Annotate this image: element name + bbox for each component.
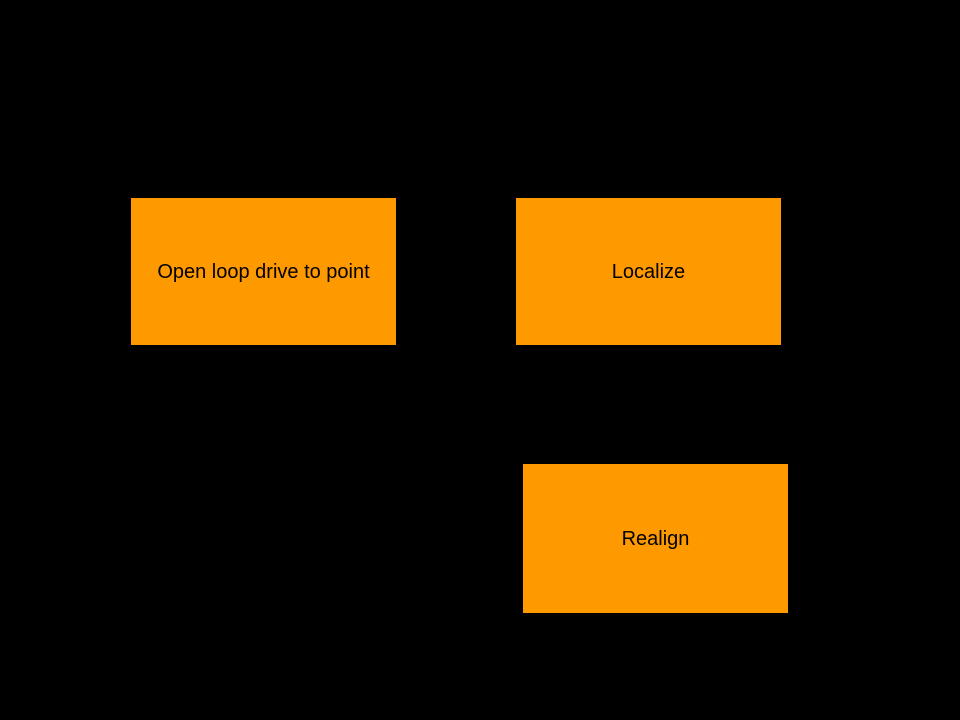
node-label: Realign	[621, 527, 690, 550]
node-localize[interactable]: Localize	[516, 198, 781, 345]
node-realign[interactable]: Realign	[523, 464, 788, 613]
node-label: Open loop drive to point	[157, 260, 370, 283]
node-label: Localize	[611, 260, 686, 283]
node-open-loop-drive-to-point[interactable]: Open loop drive to point	[131, 198, 396, 345]
